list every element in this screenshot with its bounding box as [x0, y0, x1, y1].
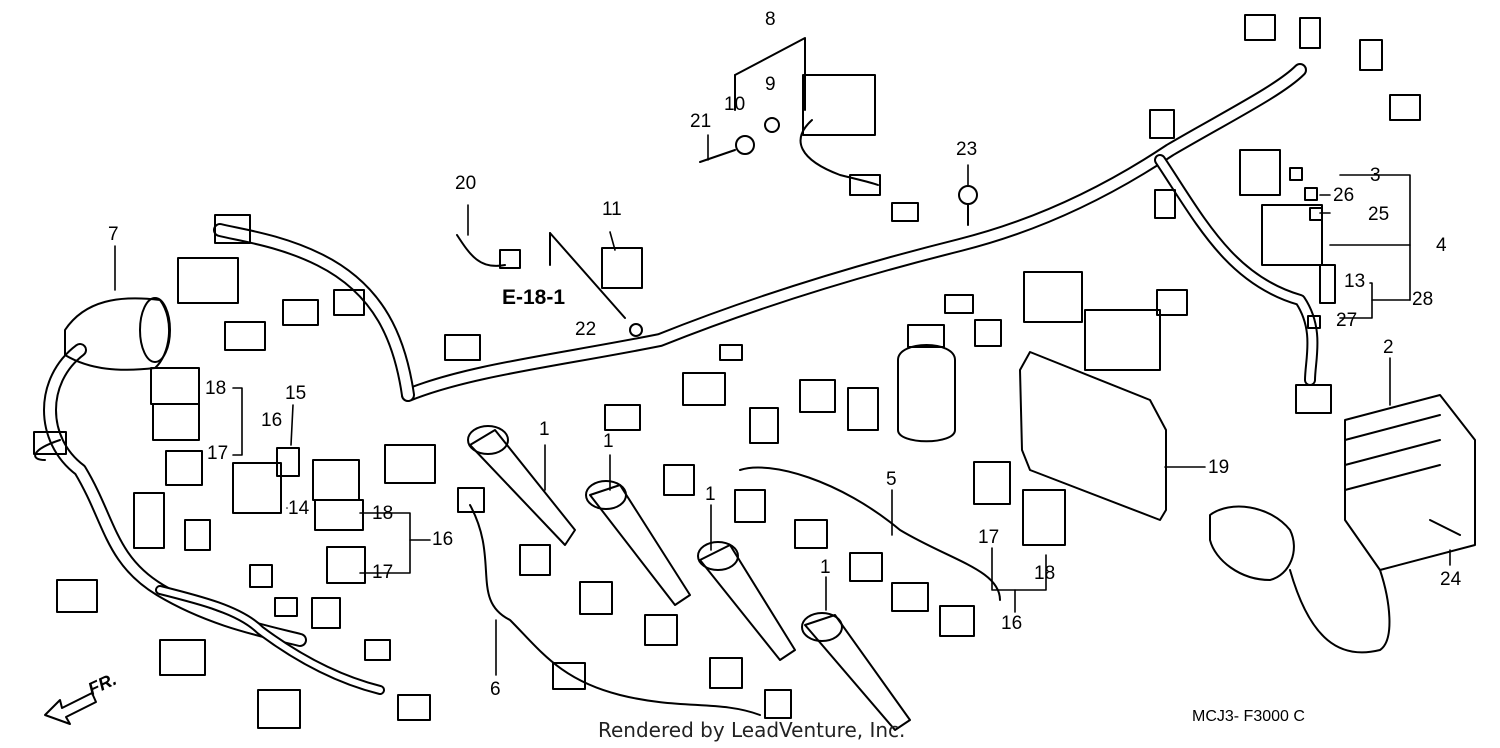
front-arrow-icon	[44, 692, 97, 725]
callout-10: 10	[724, 94, 746, 115]
callout-13: 13	[1344, 271, 1366, 292]
callout-3: 3	[1370, 165, 1381, 186]
callout-19: 19	[1208, 457, 1230, 478]
callout-1: 1	[539, 419, 550, 440]
mid-connectors	[604, 202, 1002, 496]
credit-watermark: Rendered by LeadVenture, Inc.	[598, 718, 906, 742]
reference-label[interactable]: E-18-1	[502, 286, 566, 309]
callout-27: 27	[1336, 310, 1358, 331]
callout-24: 24	[1440, 569, 1462, 590]
callout-21: 21	[690, 111, 712, 132]
callout-8: 8	[765, 9, 776, 30]
left-connectors	[33, 214, 481, 729]
main-wire-harness	[213, 63, 1319, 402]
relays-left	[150, 367, 366, 584]
left-sub-harness	[34, 343, 385, 695]
callout-28: 28	[1412, 289, 1434, 310]
callout-16: 16	[432, 529, 454, 550]
callout-1: 1	[705, 484, 716, 505]
callout-14: 14	[288, 498, 310, 519]
callout-23: 23	[956, 139, 978, 160]
callout-26: 26	[1333, 185, 1355, 206]
callout-18: 18	[1034, 563, 1056, 584]
callout-17: 17	[372, 562, 394, 583]
regulator-rectifier-2	[1209, 394, 1476, 654]
callout-5: 5	[886, 469, 897, 490]
callout-18: 18	[205, 378, 227, 399]
leader-lines	[114, 134, 1451, 676]
top-right-connectors	[1149, 14, 1421, 414]
relays-right	[973, 461, 1066, 546]
callout-9: 9	[765, 74, 776, 95]
callout-11: 11	[602, 199, 622, 220]
callout-17: 17	[978, 527, 1000, 548]
ignition-unit-8	[699, 37, 881, 196]
capacitor-7	[64, 297, 171, 371]
callout-17: 17	[207, 443, 229, 464]
callout-25: 25	[1368, 204, 1390, 225]
ignition-coils	[467, 425, 911, 731]
fuse-box-4	[1239, 149, 1336, 329]
ecu-19	[1019, 271, 1167, 521]
callout-4: 4	[1436, 235, 1447, 256]
callout-2: 2	[1383, 337, 1394, 358]
callout-20: 20	[455, 173, 477, 194]
callout-6: 6	[490, 679, 501, 700]
callout-1: 1	[603, 431, 614, 452]
sub-harness-5	[734, 466, 1001, 637]
sensor-assembly	[456, 232, 643, 337]
callout-16: 16	[1001, 613, 1023, 634]
callout-16: 16	[261, 410, 283, 431]
callout-7: 7	[108, 224, 119, 245]
callout-18: 18	[372, 503, 394, 524]
callout-1: 1	[820, 557, 831, 578]
callout-15: 15	[285, 383, 307, 404]
reservoir	[897, 324, 956, 443]
bolt-23	[958, 185, 978, 226]
figure-code: MCJ3- F3000 C	[1192, 708, 1305, 725]
sub-harness-6	[457, 487, 792, 719]
callout-22: 22	[575, 319, 597, 340]
